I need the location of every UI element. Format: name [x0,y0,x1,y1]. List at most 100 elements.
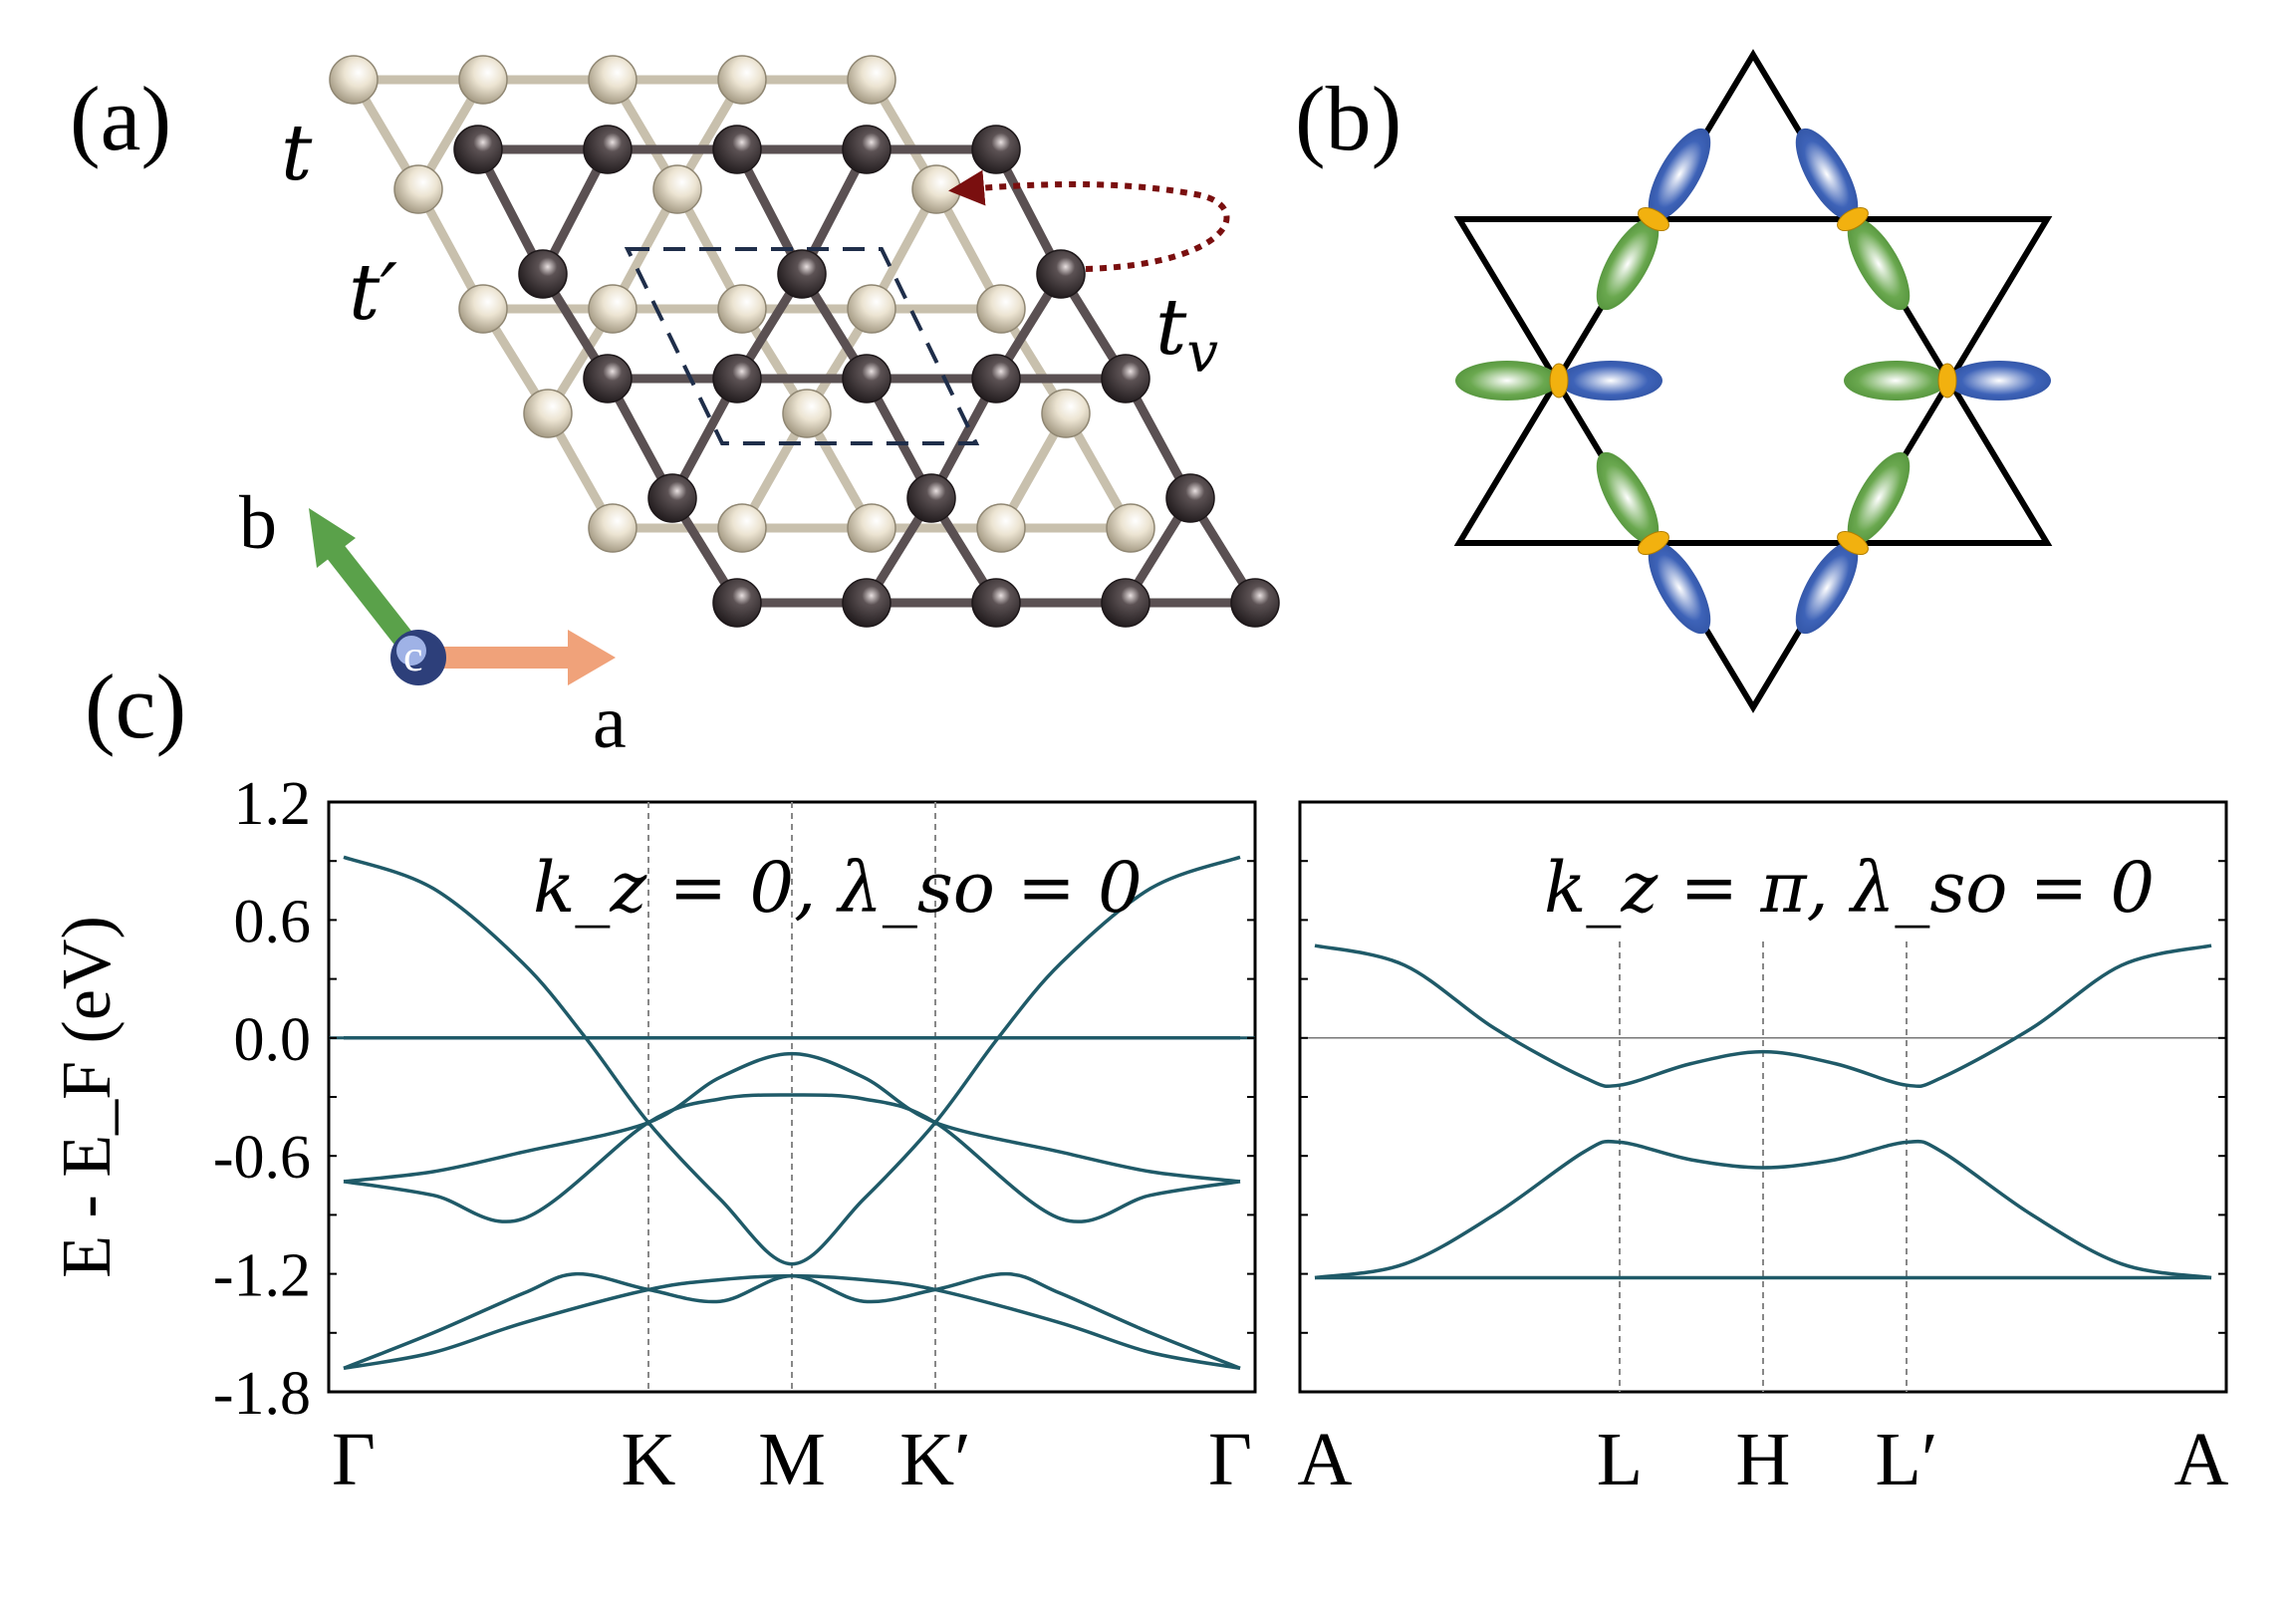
dark-atom [906,473,956,523]
orbital-lobe [1847,451,1911,545]
dark-atom [1230,578,1280,628]
light-atom [847,503,896,553]
dark-atom [842,125,892,174]
orbital-lobe [1847,217,1911,311]
y-tick-label: -1.2 [213,1242,311,1310]
interlayer-hop-arrow [948,169,1230,272]
chart-title-right: k_z = π, λ_so = 0 [1544,847,2155,929]
light-atom [523,389,573,438]
light-atom [847,55,896,105]
orbital-center [1638,530,1669,556]
band-line [1314,1139,2212,1280]
light-atom [717,284,767,334]
panel-label-a: (a) [70,68,171,169]
dark-atom [518,249,568,299]
orbital-lobe [1596,217,1659,311]
hopping-label-t: t [281,109,313,198]
x-tick-label: Γ [1208,1418,1252,1501]
light-atoms [329,55,1155,553]
x-tick-label: A [2174,1418,2229,1501]
band-line [343,855,1241,1266]
orbital-center [1837,206,1869,232]
axis-label-b: b [239,481,277,565]
triangle-down [1453,216,2053,713]
dark-atom [971,354,1021,404]
x-tick-label: Γ [332,1418,376,1501]
d-orbital [1596,128,1711,311]
light-atom [458,284,508,334]
svg-text:E - E_F (eV): E - E_F (eV) [49,916,126,1278]
axis-label-a: a [593,680,627,764]
light-atom [911,164,961,214]
orbital-lobe [1648,541,1711,635]
dark-atom [453,125,503,174]
orbitals [1455,128,2051,635]
dark-atom [647,473,697,523]
orbital-center [1837,530,1869,556]
y-tick-label: -1.8 [213,1360,311,1428]
orbital-center [1638,206,1669,232]
light-atom [1041,389,1091,438]
dark-atom [712,125,762,174]
light-atom [458,55,508,105]
light-atom [588,284,638,334]
dark-atom [971,578,1021,628]
dark-atom [1036,249,1086,299]
panel-label-c: (c) [85,656,186,757]
panel-label-b: (b) [1295,68,1402,169]
orbital-lobe [1795,541,1859,635]
orbital-lobe [1648,128,1711,221]
crystal-axes: c b a [239,481,627,764]
dark-atom [1101,578,1150,628]
orbital-lobe [1947,361,2051,401]
y-tick-label: 1.2 [234,770,312,838]
triangle-up [1453,49,2053,546]
y-tick-label: -0.6 [213,1124,311,1192]
orbital-panel [1453,49,2053,713]
band-line [343,1093,1241,1223]
orbital-center [1549,363,1569,399]
bands-right [1300,801,2226,1393]
y-axis-ticks: 1.20.60.0-0.6-1.2-1.8 [213,770,311,1428]
d-orbital [1844,361,2051,401]
orbital-lobe [1596,451,1659,545]
hopping-label-tv: tv [1155,283,1218,386]
x-tick-label: K [622,1418,676,1501]
band-line [343,1051,1241,1184]
orbital-lobe [1795,128,1859,221]
d-orbital [1596,451,1711,635]
bands-left [329,801,1255,1393]
unit-cell-outline [624,247,980,445]
x-tick-label: L [1597,1418,1643,1501]
d-orbital [1795,128,1911,311]
axis-label-c: c [403,632,423,680]
light-atom [847,284,896,334]
light-atom [976,503,1026,553]
light-atom [976,284,1026,334]
chart-title-left: k_z = 0, λ_so = 0 [533,847,1143,929]
x-tick-label: A [1298,1418,1353,1501]
dark-atoms [453,125,1280,628]
dark-atom [971,125,1021,174]
light-atom [652,164,702,214]
orbital-lobe [1844,361,1947,401]
orbital-center [1937,363,1957,399]
lattice-panel: t t′ tv c b a [239,55,1280,764]
x-tick-label: H [1736,1418,1791,1501]
dark-atom [777,249,827,299]
y-axis-label: E - E_F (eV) [49,916,126,1278]
light-atom [717,55,767,105]
band-line [343,1273,1241,1371]
dark-atom [1165,473,1215,523]
dark-atom [842,578,892,628]
d-orbital [1455,361,1662,401]
d-orbital [1795,451,1911,635]
dark-atom [583,354,633,404]
x-tick-label: K′ [899,1418,971,1501]
x-tick-label: M [758,1418,826,1501]
dark-atom [583,125,633,174]
light-atom [588,55,638,105]
